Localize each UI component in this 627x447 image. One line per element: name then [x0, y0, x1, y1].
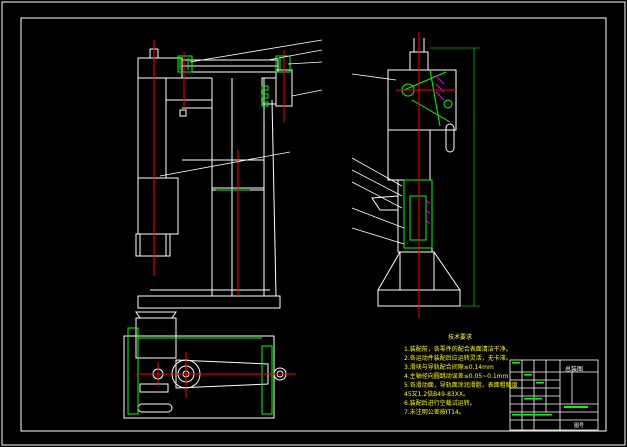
- note-line-7: 6.装配后进行空载试运转。: [404, 400, 476, 407]
- title-block-sheet: 图号: [574, 423, 585, 429]
- front-view: [135, 48, 293, 309]
- side-view-leaders: [351, 73, 405, 245]
- front-view-leaders: [159, 39, 323, 177]
- notes-title: 技术要求: [448, 334, 473, 341]
- front-view-centerlines: [153, 40, 285, 296]
- note-line-6: 45又1.2倍B49-83XX。: [404, 391, 469, 398]
- side-view-highlights: [401, 69, 453, 249]
- drawing-frame: [20, 17, 607, 432]
- side-view-hatching: [425, 75, 445, 225]
- note-line-3: 3.滑块与导轨配合间隙≤0.14mm: [404, 364, 494, 371]
- title-block: [509, 359, 599, 431]
- title-block-drawing-name: 总装图: [565, 366, 584, 373]
- note-line-1: 1.装配前，各零件的配合表面清洁干净。: [404, 346, 512, 353]
- note-line-4: 4.主轴径向圆跳动误差≤0.05~0.1mm: [404, 373, 509, 380]
- side-view-dimensions: [430, 47, 480, 307]
- note-line-8: 7.未注明公差按IT14。: [404, 409, 465, 416]
- top-view-centerlines: [136, 352, 296, 398]
- note-line-2: 2.各运动件装配后应运转灵活，无卡滞。: [404, 355, 512, 362]
- note-line-5: 5.各滑动面，导轨面涂润滑脂，表面粗糙度: [404, 382, 518, 389]
- side-view-centerlines: [396, 32, 456, 318]
- top-view-highlights: [127, 327, 273, 415]
- title-block-fill: [512, 362, 588, 416]
